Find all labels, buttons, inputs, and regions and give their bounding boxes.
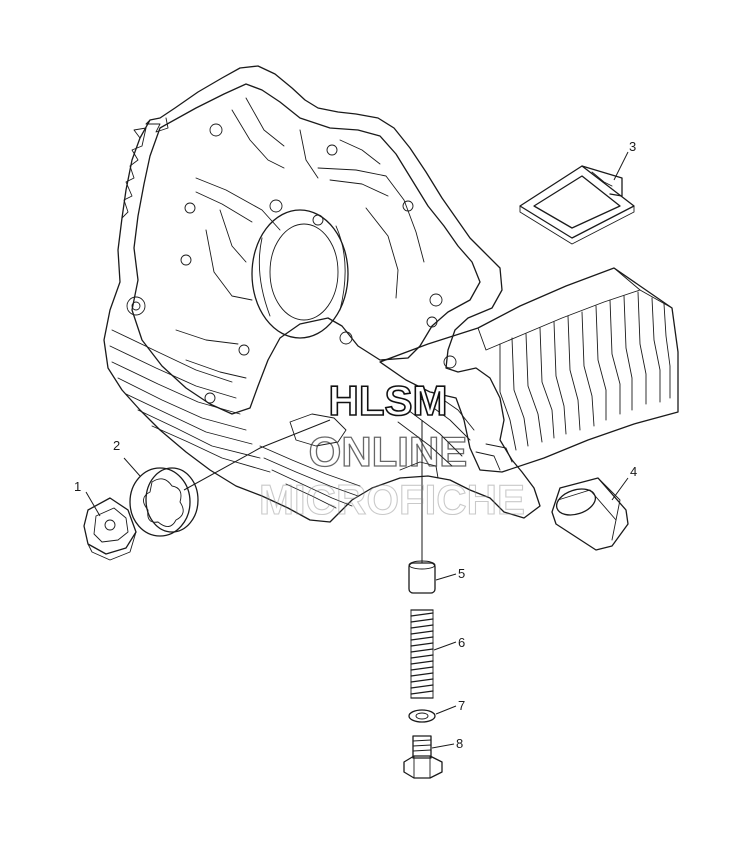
watermark-line-2: ONLINE [309,428,468,475]
leader-7 [435,705,457,715]
callout-5: 5 [458,566,465,581]
part-7-washer [408,709,436,723]
part-3-gasket [519,165,635,245]
callout-2: 2 [113,438,120,453]
leader-6 [433,641,457,651]
finned-oil-pan [379,267,679,473]
callout-4: 4 [630,464,637,479]
watermark-line-3: MICROFICHE [259,476,525,523]
leader-lines [85,151,629,749]
callout-6: 6 [458,635,465,650]
part-8-bolt [403,735,443,779]
part-4-filter-cup [551,477,629,551]
leader-4 [611,477,629,501]
leader-5 [435,573,457,581]
watermark: HLSM ONLINE MICROFICHE [258,376,525,523]
crankcase [103,65,541,523]
leader-2-to-case [183,419,331,491]
callout-8: 8 [456,736,463,751]
leader-3 [613,151,629,181]
leader-1 [85,491,101,517]
part-1-clip [83,497,137,561]
callout-1: 1 [74,479,81,494]
part-6-spring [410,609,434,699]
callout-7: 7 [458,698,465,713]
leader-2 [123,457,141,477]
part-2-rotor [129,467,199,537]
watermark-line-1: HLSM [329,377,448,424]
part-5-plunger [408,560,436,594]
callout-labels: 1 2 3 4 5 6 7 8 [74,139,637,751]
leader-8 [431,743,455,749]
callout-3: 3 [629,139,636,154]
